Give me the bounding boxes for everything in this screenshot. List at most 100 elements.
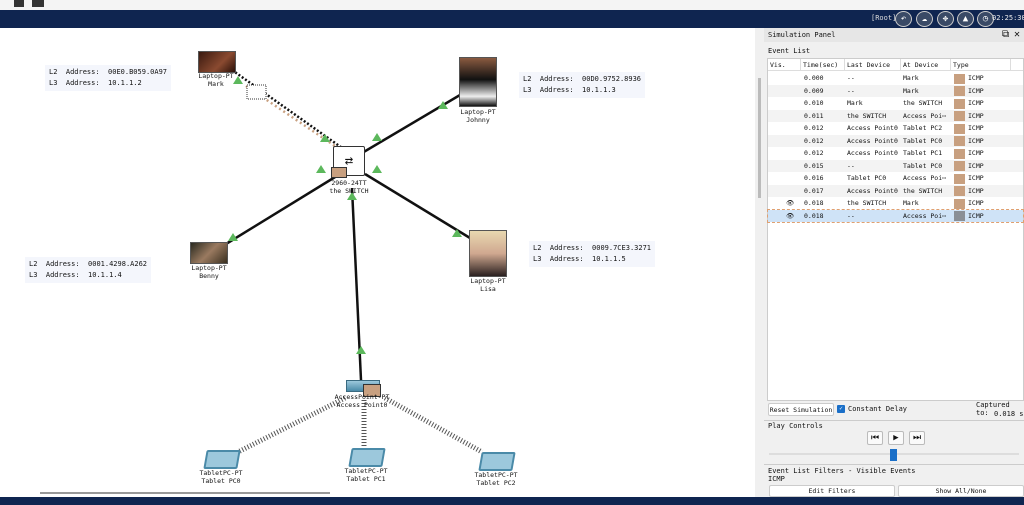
- toolbar-icon[interactable]: [14, 0, 24, 7]
- event-type: ICMP: [968, 111, 984, 120]
- event-list-table: Vis. Time(sec) Last Device At Device Typ…: [767, 58, 1024, 401]
- col-at-device[interactable]: At Device: [901, 59, 951, 71]
- clock: 02:25:30: [992, 14, 1024, 22]
- address-box-lisa: L2 Address: 0009.7CE3.3271 L3 Address: 1…: [529, 241, 656, 267]
- event-color-swatch: [954, 136, 965, 146]
- move-icon[interactable]: ✥: [937, 11, 954, 27]
- eye-icon[interactable]: 👁: [786, 199, 795, 207]
- event-at-device: Access Poi⋯: [903, 111, 947, 120]
- event-color-swatch: [954, 211, 965, 221]
- tablet-pc2-icon[interactable]: [478, 452, 516, 471]
- event-color-swatch: [954, 98, 965, 109]
- event-type: ICMP: [968, 149, 984, 157]
- links-layer: [225, 68, 484, 455]
- link-status-up-icon: [356, 346, 366, 354]
- event-last-device: Access Point0: [847, 136, 898, 145]
- event-row[interactable]: 👁0.018--Access Poi⋯ICMP: [767, 208, 1024, 223]
- envelope-pdu-icon[interactable]: [363, 384, 381, 397]
- link-status-up-icon: [347, 192, 357, 200]
- event-last-device: Access Point0: [847, 149, 898, 157]
- col-time[interactable]: Time(sec): [801, 59, 845, 71]
- laptop-johnny[interactable]: [459, 57, 497, 107]
- toolbar-icon[interactable]: [32, 0, 44, 7]
- link-status-up-icon: [320, 134, 330, 142]
- col-type[interactable]: Type: [951, 59, 1011, 71]
- link-switch-lisa: [364, 172, 471, 240]
- event-time: 0.010: [804, 99, 824, 107]
- clock-icon[interactable]: ◷: [977, 11, 994, 27]
- captured-value: 0.018 s: [994, 410, 1024, 418]
- show-all-none-button[interactable]: Show All/None: [898, 485, 1024, 497]
- reset-simulation-button[interactable]: Reset Simulation: [768, 403, 834, 416]
- logical-workspace[interactable]: L2 Address: 00E0.B059.0A97 L3 Address: 1…: [0, 28, 755, 497]
- step-back-button[interactable]: ⏮: [867, 431, 883, 445]
- event-color-swatch: [954, 111, 965, 121]
- event-color-swatch: [954, 86, 965, 96]
- cloud-icon[interactable]: ☁: [916, 11, 933, 27]
- laptop-mark[interactable]: [198, 51, 236, 73]
- panel-title: Simulation Panel: [768, 31, 836, 39]
- col-last-device[interactable]: Last Device: [845, 59, 901, 71]
- event-type: ICMP: [968, 86, 984, 95]
- eye-icon[interactable]: 👁: [786, 211, 795, 220]
- event-at-device: Tablet PC0: [903, 161, 943, 170]
- speed-slider-thumb[interactable]: [890, 449, 897, 461]
- event-color-swatch: [954, 186, 965, 196]
- play-controls-label: Play Controls: [768, 422, 823, 430]
- event-at-device: Mark: [903, 86, 919, 95]
- event-list-label: Event List: [768, 47, 811, 55]
- undock-icon[interactable]: ⧉: [1002, 29, 1010, 40]
- event-color-swatch: [954, 123, 965, 134]
- top-toolbar-strip: [0, 0, 1024, 10]
- tablet-pc1-icon[interactable]: [348, 448, 386, 467]
- event-at-device: the SWITCH: [903, 186, 943, 195]
- address-box-mark: L2 Address: 00E0.B059.0A97 L3 Address: 1…: [45, 65, 172, 91]
- play-button[interactable]: ▶: [888, 431, 904, 445]
- edit-filters-button[interactable]: Edit Filters: [769, 485, 895, 497]
- vertical-scrollbar[interactable]: [755, 28, 764, 497]
- constant-delay-checkbox[interactable]: ✓: [837, 405, 845, 413]
- event-last-device: Mark: [847, 99, 863, 107]
- laptop-lisa[interactable]: [469, 230, 507, 277]
- event-at-device: Access Poi⋯: [903, 174, 947, 182]
- tablet-pc0-icon[interactable]: [203, 450, 241, 469]
- step-forward-button[interactable]: ⏭: [909, 431, 925, 445]
- constant-delay-label: Constant Delay: [848, 405, 908, 413]
- switch-icon[interactable]: ⇄: [333, 146, 365, 176]
- back-icon[interactable]: ↶: [895, 11, 912, 27]
- close-icon[interactable]: ✕: [1014, 29, 1021, 40]
- event-last-device: --: [847, 86, 855, 95]
- event-time: 0.011: [804, 111, 824, 120]
- event-at-device: Tablet PC0: [903, 136, 943, 145]
- image-icon[interactable]: ▲: [957, 11, 974, 27]
- event-type: ICMP: [968, 124, 984, 132]
- laptop-benny[interactable]: [190, 242, 228, 264]
- col-vis[interactable]: Vis.: [768, 59, 801, 71]
- event-last-device: Access Point0: [847, 124, 898, 132]
- link-status-up-icon: [233, 76, 243, 84]
- wireless-link-pc2: [383, 395, 484, 455]
- event-at-device: Tablet PC1: [903, 149, 943, 157]
- horizontal-scrollbar[interactable]: [40, 492, 330, 494]
- link-mark-switch: [231, 68, 346, 152]
- scrollbar-thumb[interactable]: [758, 78, 761, 198]
- link-status-up-icon: [372, 133, 382, 141]
- event-color-swatch: [954, 198, 965, 209]
- envelope-pdu-icon[interactable]: [331, 167, 347, 178]
